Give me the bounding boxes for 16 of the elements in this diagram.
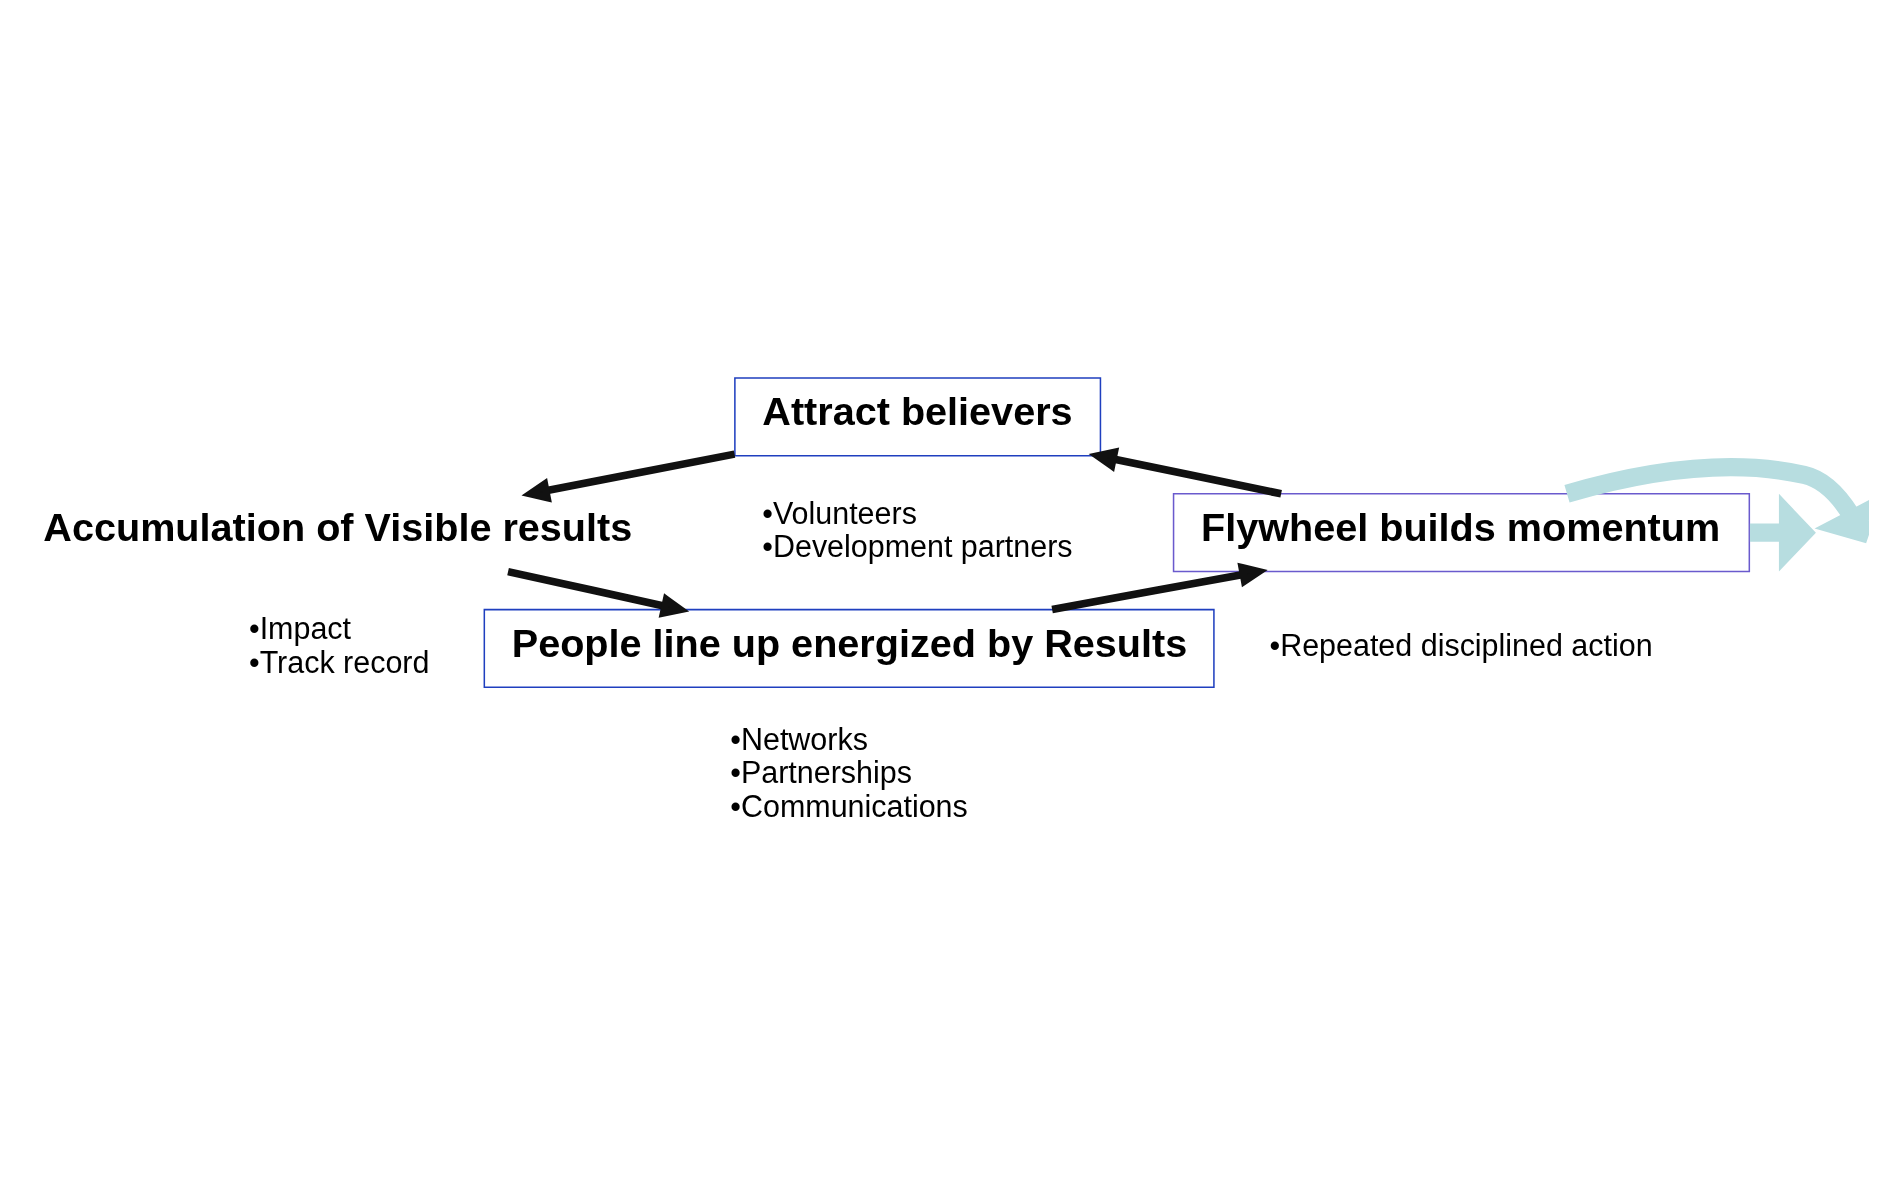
arrow: [1051, 562, 1268, 613]
node-label: •Development partners: [762, 528, 1073, 563]
node-label: •Volunteers: [762, 495, 917, 530]
node-label: •Partnerships: [730, 754, 912, 789]
node-label: •Repeated disciplined action: [1269, 627, 1653, 662]
node-label: •Networks: [730, 721, 868, 756]
arrow: [1749, 493, 1816, 572]
node-box: Flywheel builds momentum: [1172, 492, 1751, 572]
node-box: People line up energized by Results: [483, 608, 1215, 688]
node-text: Accumulation of Visible results: [43, 504, 633, 549]
node-label: •Impact: [248, 610, 352, 645]
arrow: [1088, 446, 1282, 498]
arrow: [507, 567, 690, 618]
arrow: [1564, 457, 1869, 543]
node-box: Attract believers: [734, 376, 1102, 457]
arrow: [521, 449, 736, 502]
